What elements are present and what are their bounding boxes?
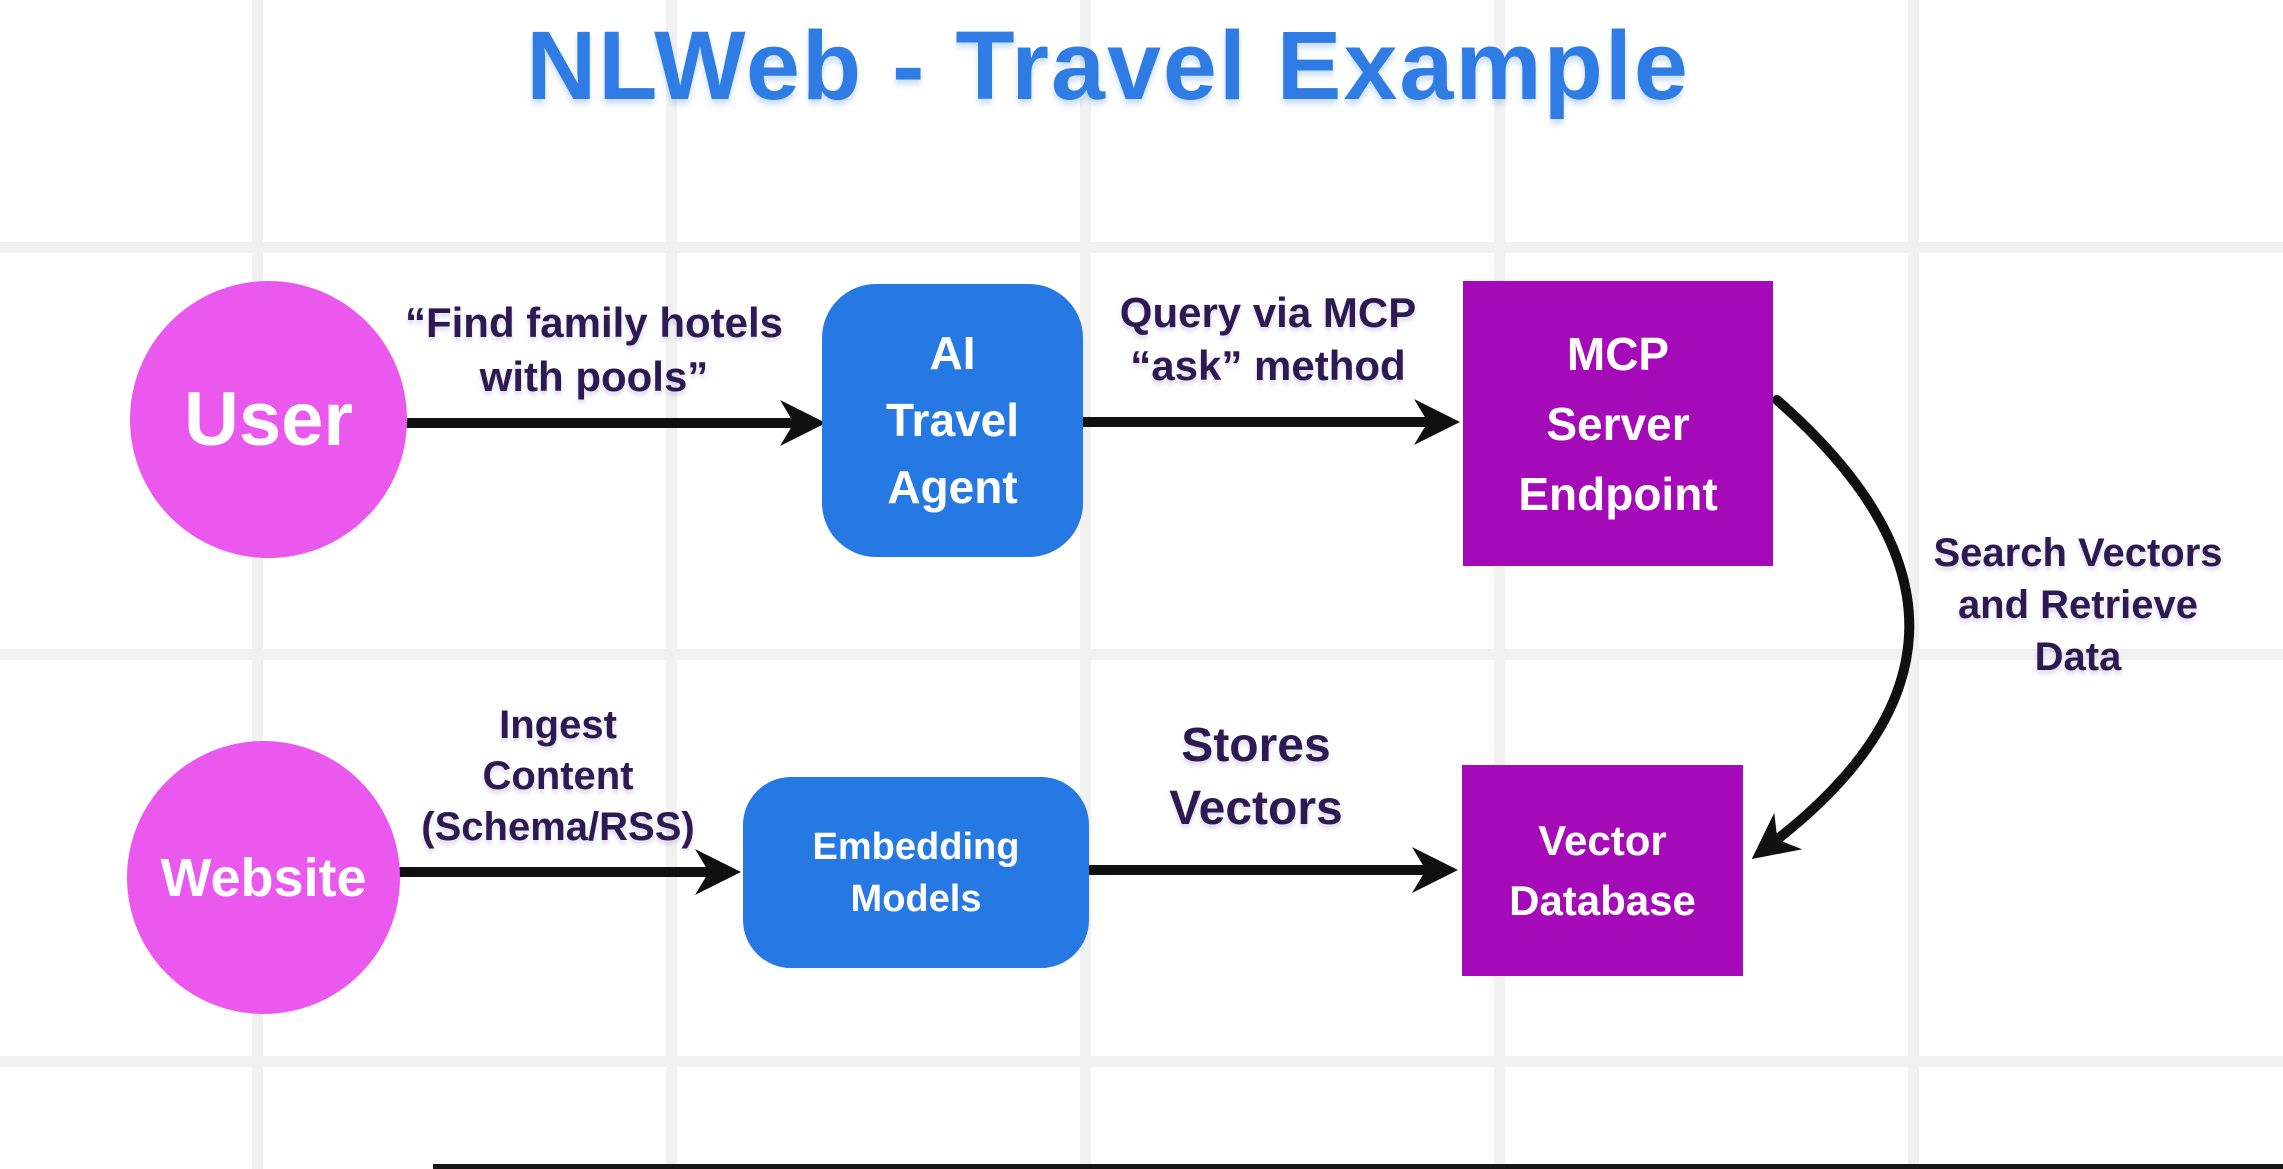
edge-label-line: with pools”	[479, 353, 709, 400]
node-vector-database: Vector Database	[1462, 765, 1743, 976]
node-user: User	[130, 281, 407, 558]
edge-label-line: (Schema/RSS)	[421, 805, 695, 849]
edge-label-line: Query via MCP	[1119, 289, 1417, 336]
bottom-edge-line	[433, 1164, 2283, 1169]
node-mcp-line: MCP	[1566, 327, 1670, 380]
node-mcp-line: Server	[1546, 397, 1690, 450]
edge-label-line: “Find family hotels	[404, 299, 784, 346]
edge-label-stores-vectors: Stores Vectors	[1169, 714, 1342, 840]
edge-label-line: and Retrieve	[1957, 583, 2199, 627]
node-embedding-line: Models	[850, 877, 982, 920]
node-embedding-line: Embedding	[812, 825, 1020, 868]
node-mcp-line: Endpoint	[1518, 467, 1718, 520]
edge-label-ingest-content: Ingest Content (Schema/RSS)	[421, 700, 694, 853]
arrow-mcp-to-vectordb-curved	[1751, 395, 1915, 859]
node-ai-travel-agent-line: Travel	[886, 394, 1019, 446]
edge-label-search-vectors: Search Vectors and Retrieve Data	[1933, 527, 2222, 683]
edge-label-line: Stores	[1181, 719, 1331, 772]
node-embedding-models: Embedding Models	[743, 777, 1089, 968]
diagram-title: NLWeb - Travel Example	[526, 11, 1690, 120]
edge-label-line: Search Vectors	[1933, 531, 2223, 575]
edge-label-line: “ask” method	[1130, 342, 1406, 389]
node-mcp-server-endpoint: MCP Server Endpoint	[1463, 281, 1773, 566]
node-website-label: Website	[160, 847, 367, 908]
edge-label-query-via-mcp: Query via MCP “ask” method	[1120, 286, 1416, 392]
node-vectordb-line: Vector	[1538, 816, 1667, 864]
node-website: Website	[127, 741, 400, 1014]
edge-label-user-query: “Find family hotels with pools”	[405, 296, 783, 404]
node-ai-travel-agent-line: Agent	[887, 461, 1018, 513]
edge-label-line: Content	[482, 754, 634, 798]
node-user-label: User	[184, 377, 353, 462]
node-vectordb-line: Database	[1509, 876, 1696, 924]
node-ai-travel-agent: AI Travel Agent	[822, 284, 1083, 557]
node-ai-travel-agent-line: AI	[929, 327, 976, 379]
edge-label-line: Data	[2034, 635, 2122, 679]
edge-label-line: Ingest	[499, 703, 617, 747]
edge-label-line: Vectors	[1169, 782, 1343, 835]
